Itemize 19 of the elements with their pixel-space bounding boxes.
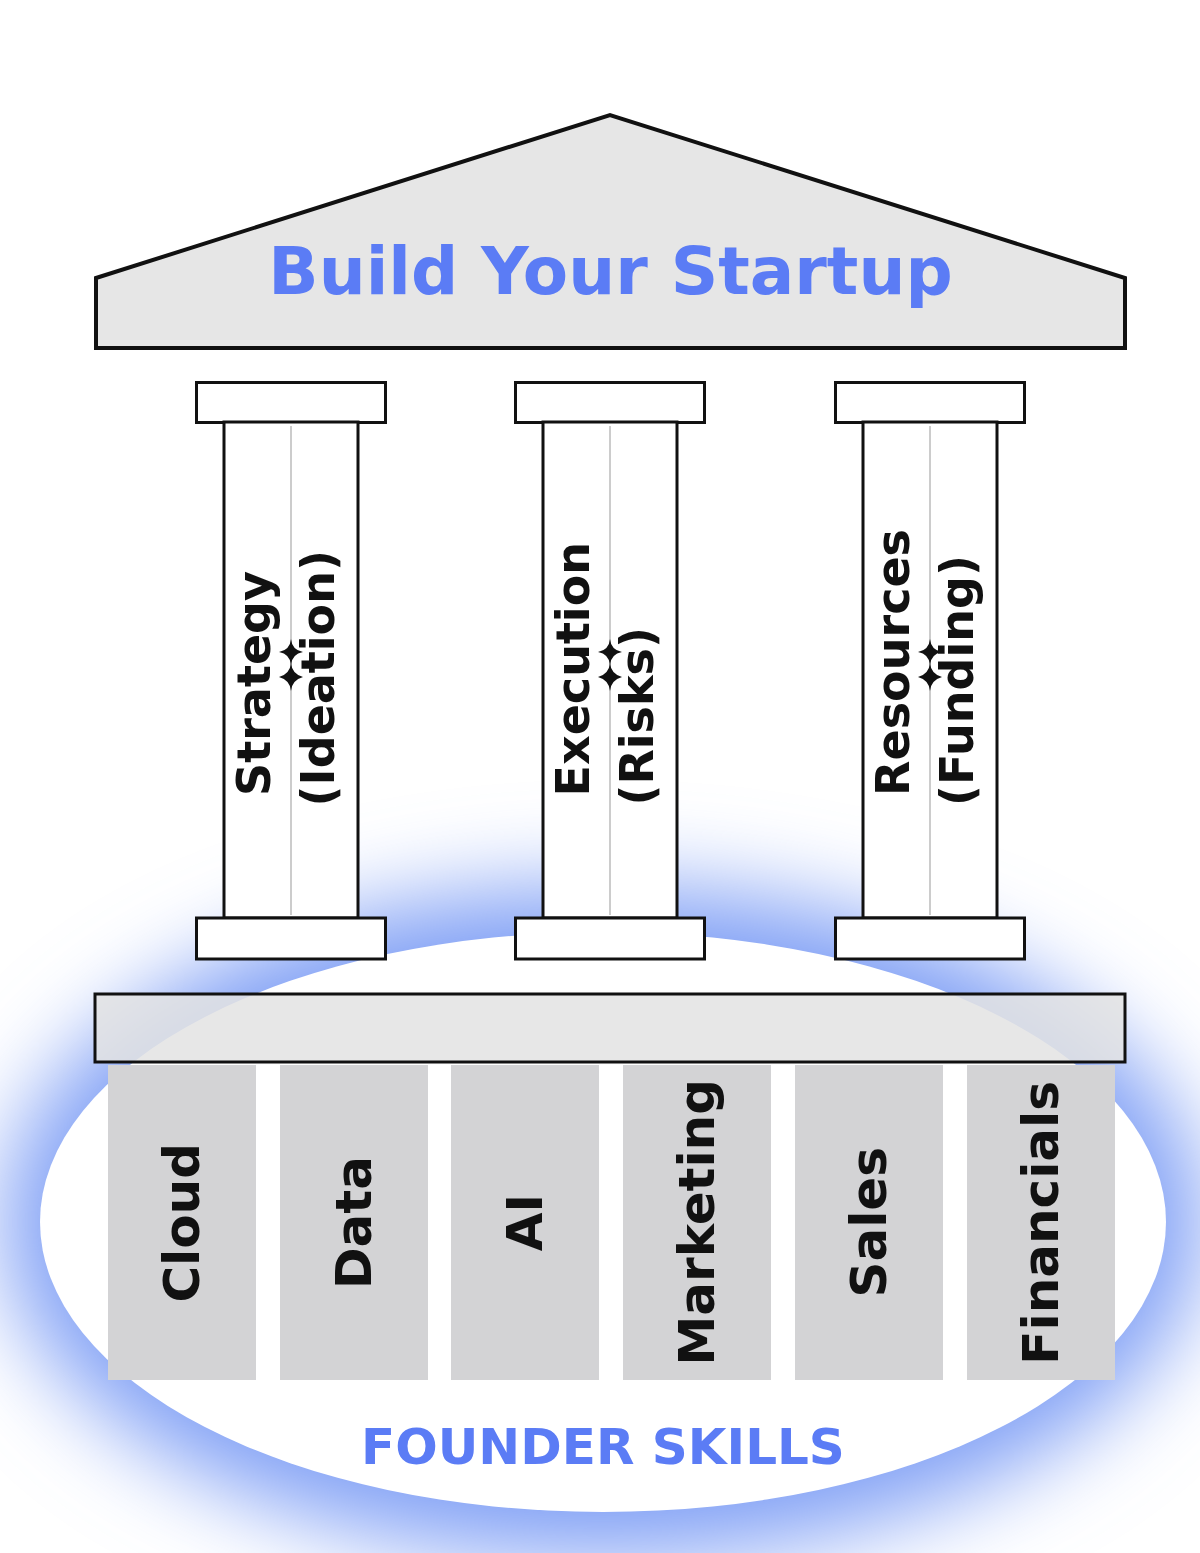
skill-label: Data [329, 1156, 379, 1289]
pillar-sublabel: (Risks) [614, 627, 660, 806]
skill-label: Cloud [157, 1142, 207, 1303]
skill-column [108, 1065, 256, 1380]
skill-label: Marketing [672, 1079, 722, 1366]
title-text: Build Your Startup [267, 233, 954, 310]
footer-label: FOUNDER SKILLS [360, 1418, 846, 1476]
skill-label: Financials [1016, 1080, 1066, 1365]
skill-column [280, 1065, 428, 1380]
skill-column [623, 1065, 771, 1380]
skill-label: Sales [844, 1147, 894, 1298]
pillar-sublabel: (Ideation) [295, 549, 341, 806]
skill-label: AI [500, 1193, 550, 1252]
foundation-slab [93, 992, 1127, 1064]
pillar-label: Execution [550, 541, 596, 796]
skill-column [967, 1065, 1115, 1380]
skill-column [795, 1065, 943, 1380]
pillar-label: Resources [870, 529, 916, 796]
skill-column [451, 1065, 599, 1380]
